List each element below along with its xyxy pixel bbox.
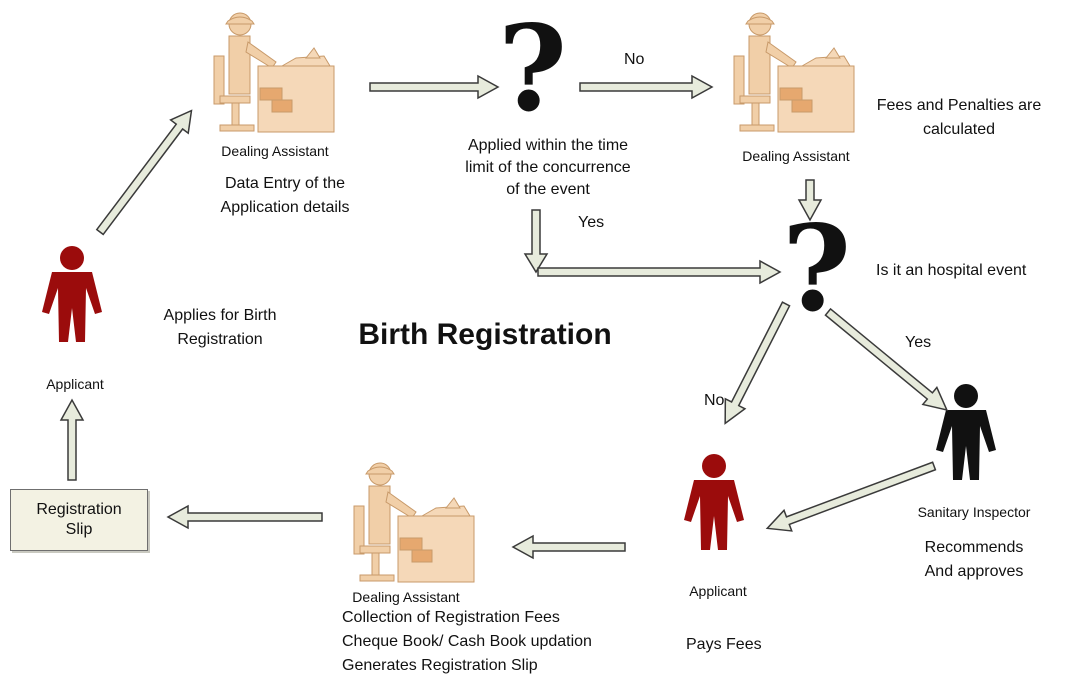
step-collection-line: Cheque Book/ Cash Book updation (342, 633, 592, 650)
registration-slip-line: Registration (36, 501, 122, 518)
step-fees-calculated-line: calculated (922, 121, 996, 138)
step-fees-calculated-line: Fees and Penalties are (876, 97, 1042, 114)
arrow-question-no (579, 74, 714, 100)
arrow-question-yes-down (523, 209, 549, 274)
step-hospital-question: Is it an hospital event (876, 262, 1027, 279)
step-time-limit-question-line: limit of the concurrence (465, 159, 631, 176)
step-recommends-line: Recommends (924, 539, 1024, 556)
diagram-title: Birth Registration (358, 318, 612, 351)
step-data-entry-line: Application details (220, 199, 350, 216)
arrow-hospital-no (724, 301, 791, 425)
arrow-applicant-to-collection (511, 534, 626, 560)
arrow-yes-to-hospital (537, 259, 782, 285)
arrow-hospital-yes (824, 307, 949, 412)
step-data-entry-line: Data Entry of the (224, 175, 346, 192)
arrow-inspector-to-applicant (765, 461, 937, 532)
step-recommends-line: And approves (924, 563, 1024, 580)
step-applies-line: Registration (177, 331, 263, 348)
sanitary-inspector-label: Sanitary Inspector (917, 504, 1031, 520)
arrow-dataentry-to-question (369, 74, 500, 100)
arrow-fees-down (797, 179, 823, 222)
clerk-at-desk-icon (733, 12, 855, 133)
applicant-label: Applicant (689, 583, 747, 599)
dealing-assistant-label: Dealing Assistant (742, 148, 850, 164)
arrow-collection-to-slip (166, 504, 323, 530)
arrow-slip-to-applicant (59, 398, 85, 481)
step-collection-line: Generates Registration Slip (342, 657, 538, 674)
applicant-label: Applicant (46, 376, 104, 392)
edge-no-label: No (624, 51, 645, 68)
step-pays-fees: Pays Fees (686, 636, 762, 653)
dealing-assistant-label: Dealing Assistant (221, 143, 329, 159)
step-collection-line: Collection of Registration Fees (342, 609, 560, 626)
step-time-limit-question-line: of the event (506, 181, 590, 198)
person-black-icon (936, 384, 996, 480)
step-applies-line: Applies for Birth (163, 307, 277, 324)
clerk-at-desk-icon (213, 12, 335, 133)
step-time-limit-question-line: Applied within the time (467, 137, 629, 154)
registration-slip: Registration Slip (10, 489, 148, 551)
person-red-icon (684, 454, 744, 550)
person-red-icon (42, 246, 102, 342)
edge-yes-label: Yes (905, 334, 932, 351)
registration-slip-line: Slip (65, 521, 93, 538)
question-mark-icon: ? (782, 199, 852, 338)
arrow-applicant-to-dataentry (95, 109, 193, 236)
question-mark-icon: ? (498, 0, 568, 138)
clerk-at-desk-icon (353, 462, 475, 583)
edge-no-label: No (704, 392, 725, 409)
edge-yes-label: Yes (578, 214, 605, 231)
dealing-assistant-label: Dealing Assistant (352, 589, 460, 605)
